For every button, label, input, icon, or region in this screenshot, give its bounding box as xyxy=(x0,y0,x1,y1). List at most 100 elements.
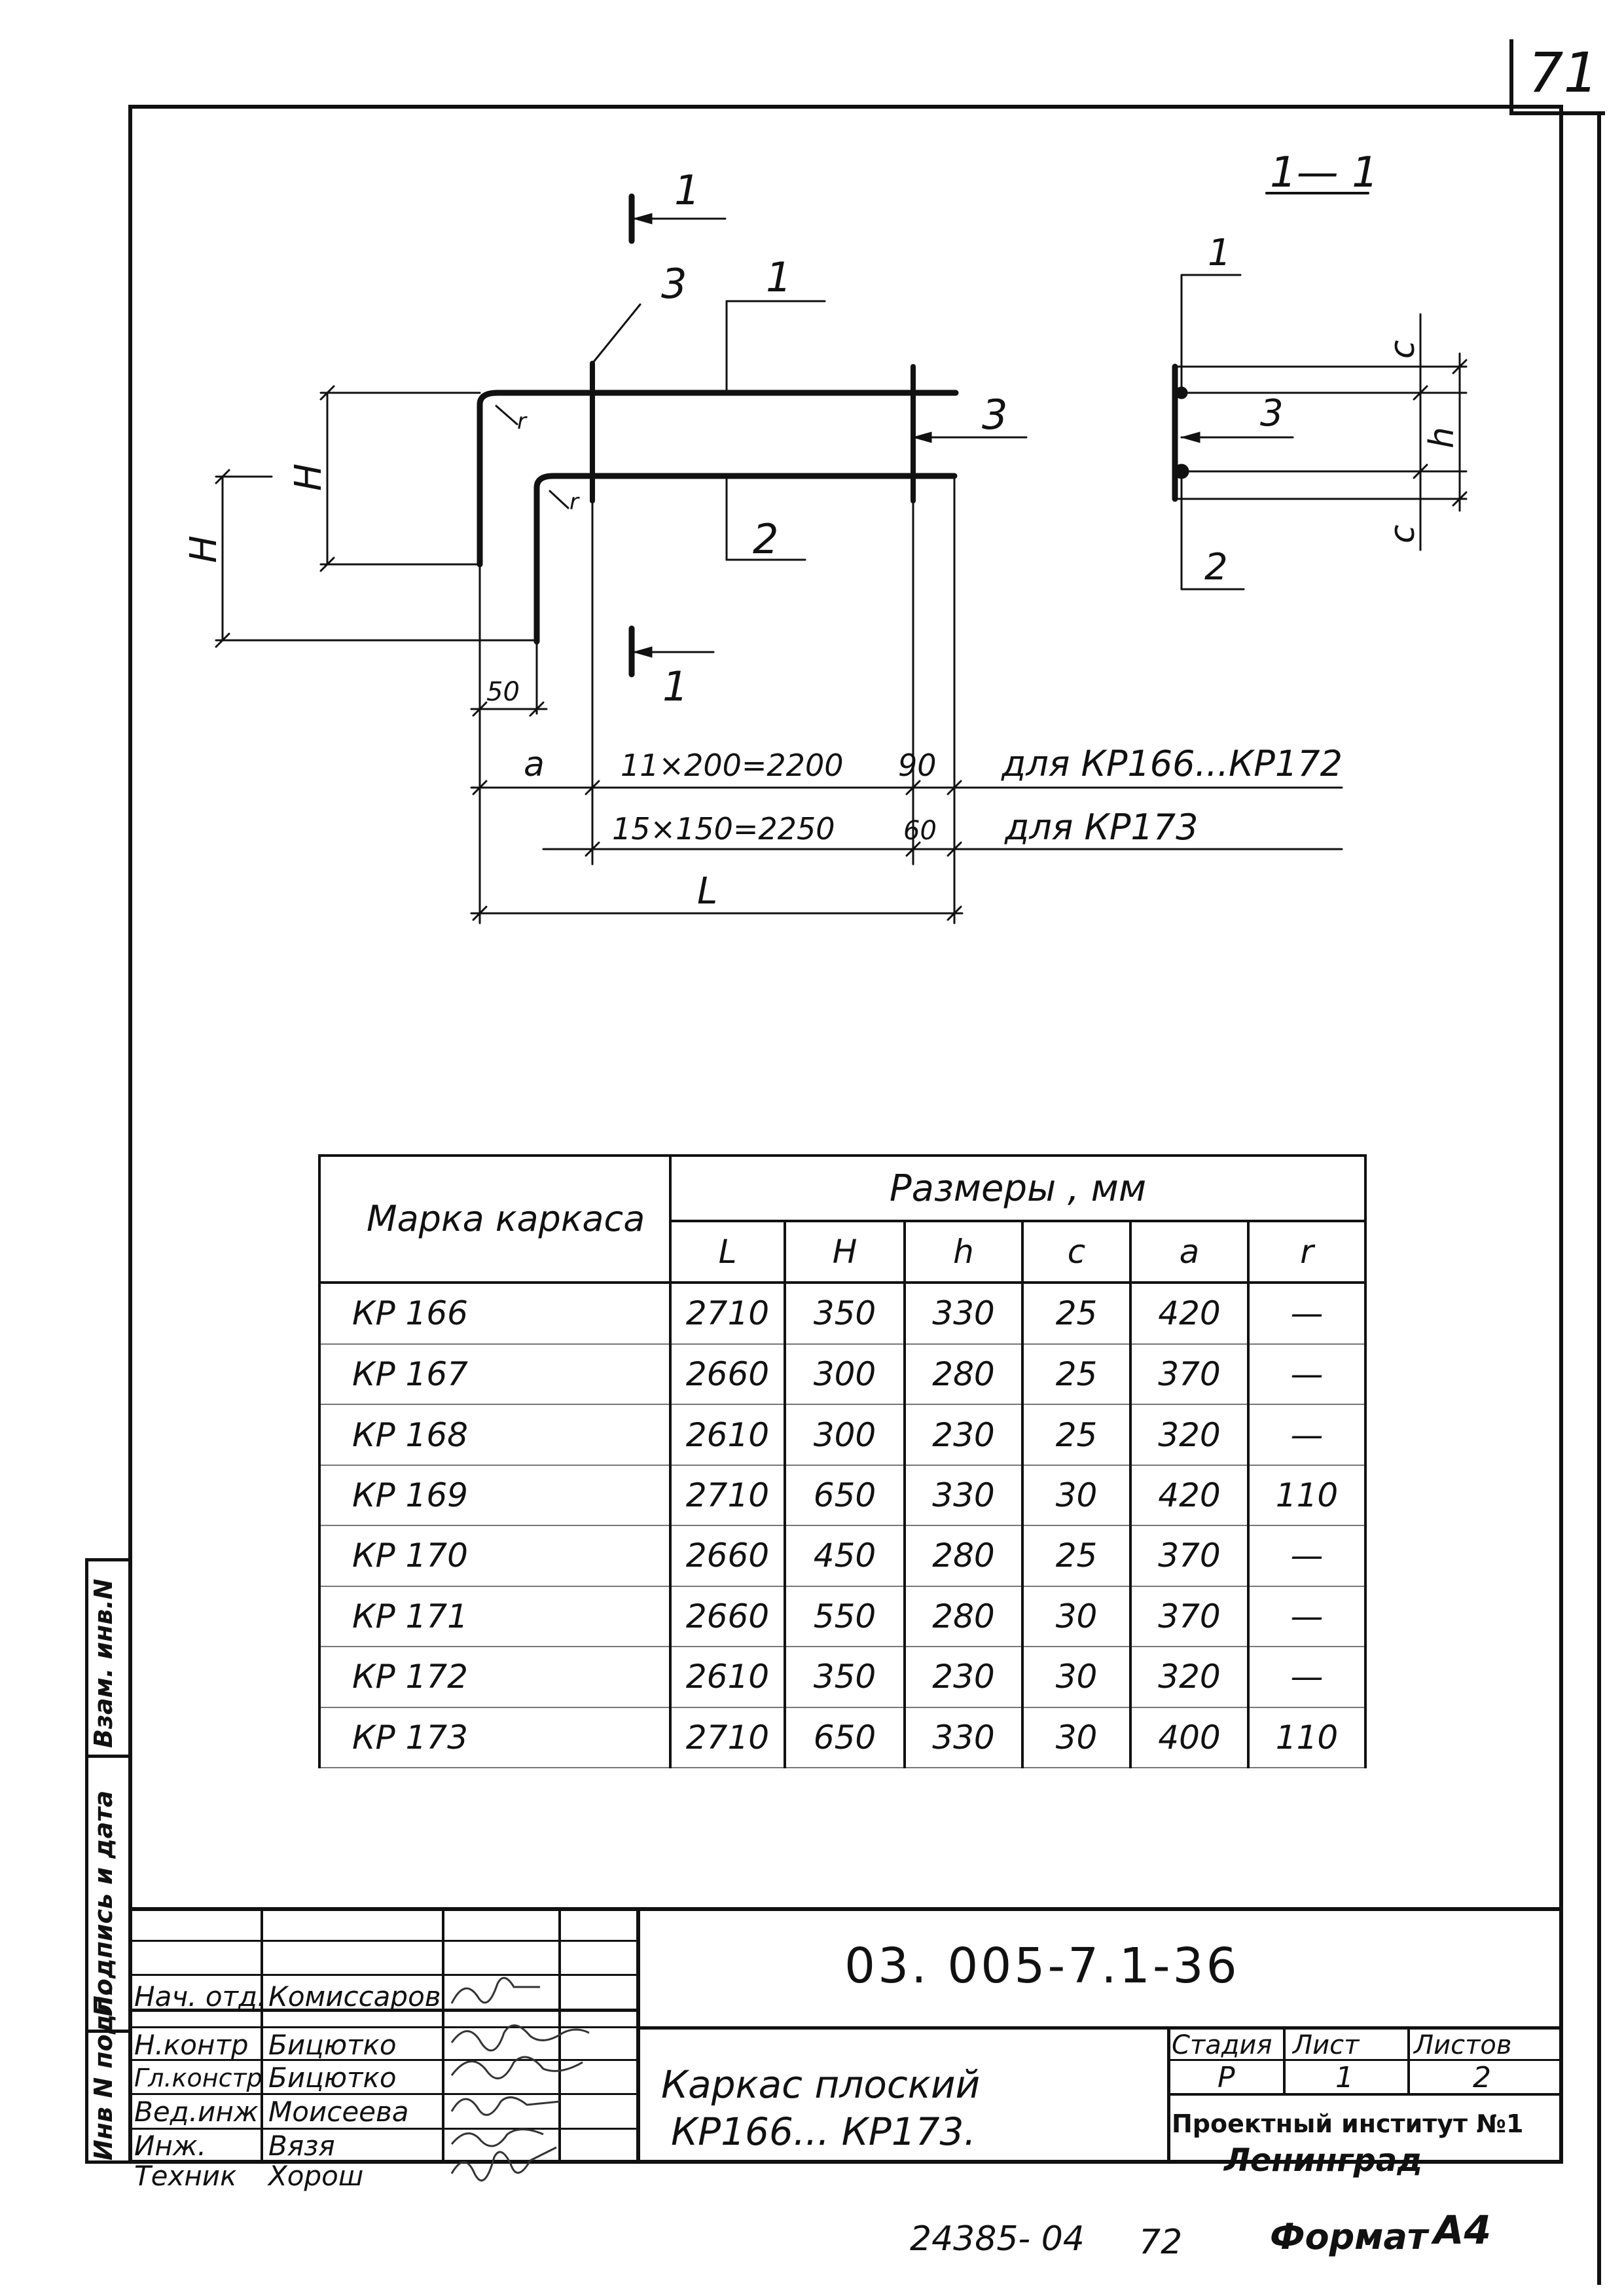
cell-h: 330 xyxy=(903,1281,1024,1345)
staff-role: Н.контр xyxy=(134,2029,249,2061)
dim-H-left-label: H xyxy=(183,536,225,563)
sheet-value: 1 xyxy=(1335,2061,1354,2094)
sec-pos-3-label: 3 xyxy=(1260,392,1284,435)
cell-r: — xyxy=(1246,1646,1367,1708)
cell-mark: КР 167 xyxy=(318,1343,672,1406)
staff-role: Нач. отд. xyxy=(134,1980,266,2013)
col-header-a: a xyxy=(1129,1220,1250,1284)
radius-label-a: r xyxy=(517,409,528,435)
tb-col-2 xyxy=(442,1907,444,2164)
col-header-H: H xyxy=(784,1220,906,1284)
tb-stage-row2 xyxy=(1167,2093,1563,2096)
org-name-line2: Ленинград xyxy=(1224,2142,1422,2179)
cell-L: 2710 xyxy=(669,1706,786,1768)
cell-H: 300 xyxy=(784,1343,906,1406)
cell-L: 2660 xyxy=(669,1343,786,1406)
cell-H: 350 xyxy=(784,1281,906,1345)
tb-row-5 xyxy=(128,2059,636,2061)
bar-lower xyxy=(533,473,958,645)
sec-h-label: h xyxy=(1422,427,1462,448)
cell-c: 30 xyxy=(1021,1585,1132,1648)
cell-L: 2610 xyxy=(669,1404,786,1466)
cell-c: 30 xyxy=(1021,1706,1132,1768)
cell-c: 30 xyxy=(1021,1646,1132,1708)
tb-stage-col2 xyxy=(1407,2026,1410,2094)
dim-50-label: 50 xyxy=(486,677,520,707)
cell-r: 110 xyxy=(1246,1464,1367,1527)
table-row: КР 171 2660 550 280 30 370 — xyxy=(318,1585,1367,1648)
table-row: КР 173 2710 650 330 30 400 110 xyxy=(318,1706,1367,1768)
page-number: 72 xyxy=(1139,2223,1183,2262)
table-row: КР 167 2660 300 280 25 370 — xyxy=(318,1343,1367,1406)
tb-top-line xyxy=(128,1907,1563,1911)
cell-c: 30 xyxy=(1021,1464,1132,1527)
tb-row-1 xyxy=(128,1940,636,1942)
cell-h: 280 xyxy=(903,1525,1024,1587)
cell-L: 2710 xyxy=(669,1281,786,1345)
tb-row-2 xyxy=(128,1974,636,1976)
cell-h: 280 xyxy=(903,1585,1024,1648)
cell-mark: КР 170 xyxy=(318,1525,672,1587)
cell-H: 300 xyxy=(784,1404,906,1466)
section-title: 1— 1 xyxy=(1270,149,1379,197)
staff-name: Бицютко xyxy=(268,2062,397,2094)
table-row: КР 172 2610 350 230 30 320 — xyxy=(318,1646,1367,1708)
archive-number: 24385- 04 xyxy=(910,2219,1085,2259)
cell-a: 320 xyxy=(1129,1646,1250,1708)
table-row: КР 169 2710 650 330 30 420 110 xyxy=(318,1464,1367,1527)
cell-h: 330 xyxy=(903,1706,1024,1768)
staff-role: Инж. xyxy=(134,2130,207,2162)
pos-3-right-label: 3 xyxy=(982,391,1007,439)
document-title-line2: КР166... КР173. xyxy=(671,2109,976,2154)
tb-row-4 xyxy=(128,2026,636,2028)
sec-c-top-label: c xyxy=(1383,340,1422,359)
cell-r: — xyxy=(1246,1525,1367,1587)
table-row: КР 168 2610 300 230 25 320 — xyxy=(318,1404,1367,1466)
cell-mark: КР 172 xyxy=(318,1646,672,1708)
cell-c: 25 xyxy=(1021,1343,1132,1406)
stage-value: Р xyxy=(1218,2061,1235,2094)
dim-row1-label: 11×200=2200 xyxy=(621,748,844,783)
dim-60-label: 60 xyxy=(903,816,937,846)
sec-pos-2-label: 2 xyxy=(1204,546,1228,589)
cell-c: 25 xyxy=(1021,1525,1132,1587)
tb-row-7 xyxy=(128,2128,636,2130)
cell-r: — xyxy=(1246,1404,1367,1466)
radius-label-b: r xyxy=(569,489,580,515)
section-mark-bottom-label: 1 xyxy=(662,663,688,710)
cell-h: 280 xyxy=(903,1343,1024,1406)
cell-L: 2660 xyxy=(669,1525,786,1587)
pos-1-label: 1 xyxy=(766,253,791,301)
stage-label: Стадия xyxy=(1172,2030,1272,2060)
corner-sheet-number: 71 xyxy=(1528,41,1598,105)
side-strip-div2 xyxy=(85,2030,128,2033)
col-header-c: c xyxy=(1021,1220,1132,1284)
sec-pos-1-label: 1 xyxy=(1208,232,1231,274)
sheets-value: 2 xyxy=(1473,2061,1491,2094)
sheets-label: Листов xyxy=(1414,2030,1512,2060)
side-binding-strip xyxy=(85,1558,128,2164)
cell-h: 230 xyxy=(903,1404,1024,1466)
staff-name: Вязя xyxy=(268,2130,335,2162)
cell-mark: КР 169 xyxy=(318,1464,672,1527)
corner-number-box xyxy=(1509,39,1605,115)
dim-90-label: 90 xyxy=(898,748,937,783)
cell-r: — xyxy=(1246,1585,1367,1648)
cell-H: 550 xyxy=(784,1585,906,1648)
document-code: 03. 005-7.1-36 xyxy=(844,1938,1240,1994)
table-row: КР 166 2710 350 330 25 420 — xyxy=(318,1281,1367,1345)
tb-col-1 xyxy=(261,1907,263,2164)
frames-size-table: Марка каркаса Размеры , мм L H h c a r К… xyxy=(318,1154,1367,1768)
dim-row2-label: 15×150=2250 xyxy=(612,811,835,847)
staff-role: Вед.инж xyxy=(134,2096,259,2128)
cell-L: 2660 xyxy=(669,1585,786,1648)
cell-a: 420 xyxy=(1129,1464,1250,1527)
dim-a-label: a xyxy=(524,745,545,784)
staff-name: Хорош xyxy=(268,2160,364,2192)
pos-3-label: 3 xyxy=(661,260,687,308)
staff-name: Моисеева xyxy=(268,2096,409,2128)
cell-a: 370 xyxy=(1129,1343,1250,1406)
tb-code-bottom xyxy=(636,2026,1563,2030)
dim-H-inner-label: H xyxy=(287,464,330,491)
